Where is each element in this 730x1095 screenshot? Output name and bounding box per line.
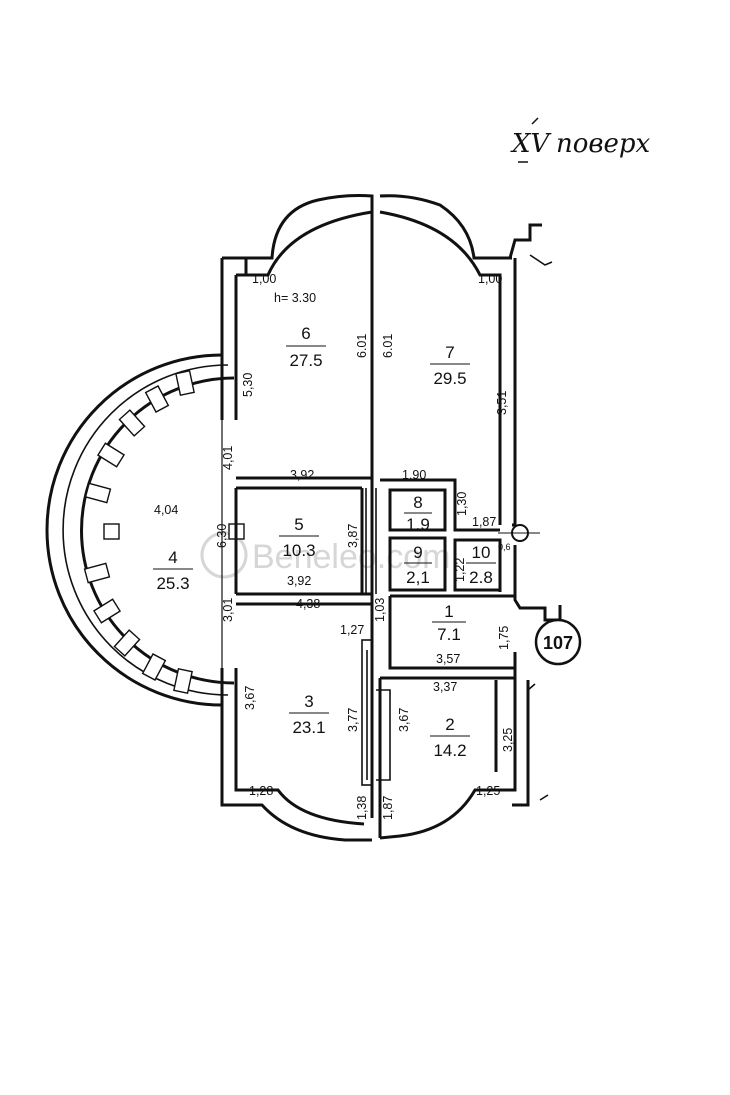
dim-r4-upper: 4,01: [221, 446, 235, 470]
dim-r4-height: 6,30: [215, 524, 229, 548]
room-3-number: 3: [304, 692, 313, 711]
dim-corridor-width: 1,03: [373, 598, 387, 622]
dim-r3-mid: 3,77: [346, 708, 360, 732]
dim-r6-bottom: 3,92: [290, 468, 314, 482]
dim-r8-side: 1,87: [472, 515, 496, 529]
room-1-area: 7.1: [437, 625, 461, 644]
floor-accent: [531, 117, 539, 125]
dim-r10-small: 0,6: [498, 542, 511, 552]
room-8-number: 8: [413, 493, 422, 512]
room-1-number: 1: [444, 602, 453, 621]
dim-r2-left: 3,67: [397, 708, 411, 732]
room-7-area: 29.5: [433, 369, 466, 388]
dim-r4-width: 4,04: [154, 503, 178, 517]
svg-text:107: 107: [543, 633, 573, 653]
ceiling-height-label: h= 3.30: [274, 291, 316, 305]
watermark: Beneleo.com: [200, 531, 450, 579]
dim-r2-corridor: 1,87: [381, 796, 395, 820]
dim-r5-bottom: 3,92: [287, 574, 311, 588]
room-labels: 6 27.5 7 29.5 5 10.3 8 1.9 9 2,1 10 2.8 …: [153, 324, 496, 760]
room-2-area: 14.2: [433, 741, 466, 760]
dim-r2-top: 3,37: [433, 680, 457, 694]
dim-r3-bottom: 1,28: [249, 784, 273, 798]
interior-walls: [234, 476, 540, 838]
room-6-number: 6: [301, 324, 310, 343]
room-9-area: 2,1: [406, 568, 430, 587]
bay-window-ring: [45, 353, 245, 707]
dim-corridor-bottom: 1,27: [340, 623, 364, 637]
apartment-number-badge: 107: [534, 618, 582, 666]
dim-r2-bottom: 1,25: [476, 784, 500, 798]
room-9-number: 9: [413, 543, 422, 562]
dim-r5-height: 3,87: [346, 524, 360, 548]
dim-r6-top: 1,00: [252, 272, 276, 286]
dim-r1-bottom: 3,57: [436, 652, 460, 666]
dim-r8-height: 1,30: [455, 492, 469, 516]
dim-r3-corridor: 1,38: [355, 796, 369, 820]
dim-r8-width: 1,90: [402, 468, 426, 482]
room-5-number: 5: [294, 515, 303, 534]
dim-r3-left: 3,67: [243, 686, 257, 710]
dim-r3-top: 4,38: [296, 597, 320, 611]
dimension-labels: 1,00 1,00 6.01 6.01 5,30 3,51 4,01 3,92 …: [154, 272, 515, 820]
dim-r6-height: 6.01: [355, 334, 369, 358]
room-4-number: 4: [168, 548, 177, 567]
dim-r7-top: 1,00: [478, 272, 502, 286]
exterior-walls: [220, 194, 562, 842]
svg-text:Beneleo.com: Beneleo.com: [252, 538, 450, 576]
room-6-area: 27.5: [289, 351, 322, 370]
room-10-number: 10: [472, 543, 491, 562]
floor-word-label: поверх: [556, 129, 651, 159]
room-4-area: 25.3: [156, 574, 189, 593]
dim-r6-left: 5,30: [241, 373, 255, 397]
floor-roman-label: XV: [510, 129, 552, 159]
dim-r7-height: 6.01: [381, 334, 395, 358]
dim-r9-height: 1,22: [453, 558, 467, 582]
dim-r7-right: 3,51: [495, 391, 509, 415]
room-5-area: 10.3: [282, 541, 315, 560]
dim-r3-left-upper: 3,01: [221, 598, 235, 622]
room-2-number: 2: [445, 715, 454, 734]
room-3-area: 23.1: [292, 718, 325, 737]
dim-r1-right: 1,75: [497, 626, 511, 650]
dim-r2-right: 3,25: [501, 728, 515, 752]
room-8-area: 1.9: [406, 515, 430, 534]
room-7-number: 7: [445, 343, 454, 362]
room-10-area: 2.8: [469, 568, 493, 587]
